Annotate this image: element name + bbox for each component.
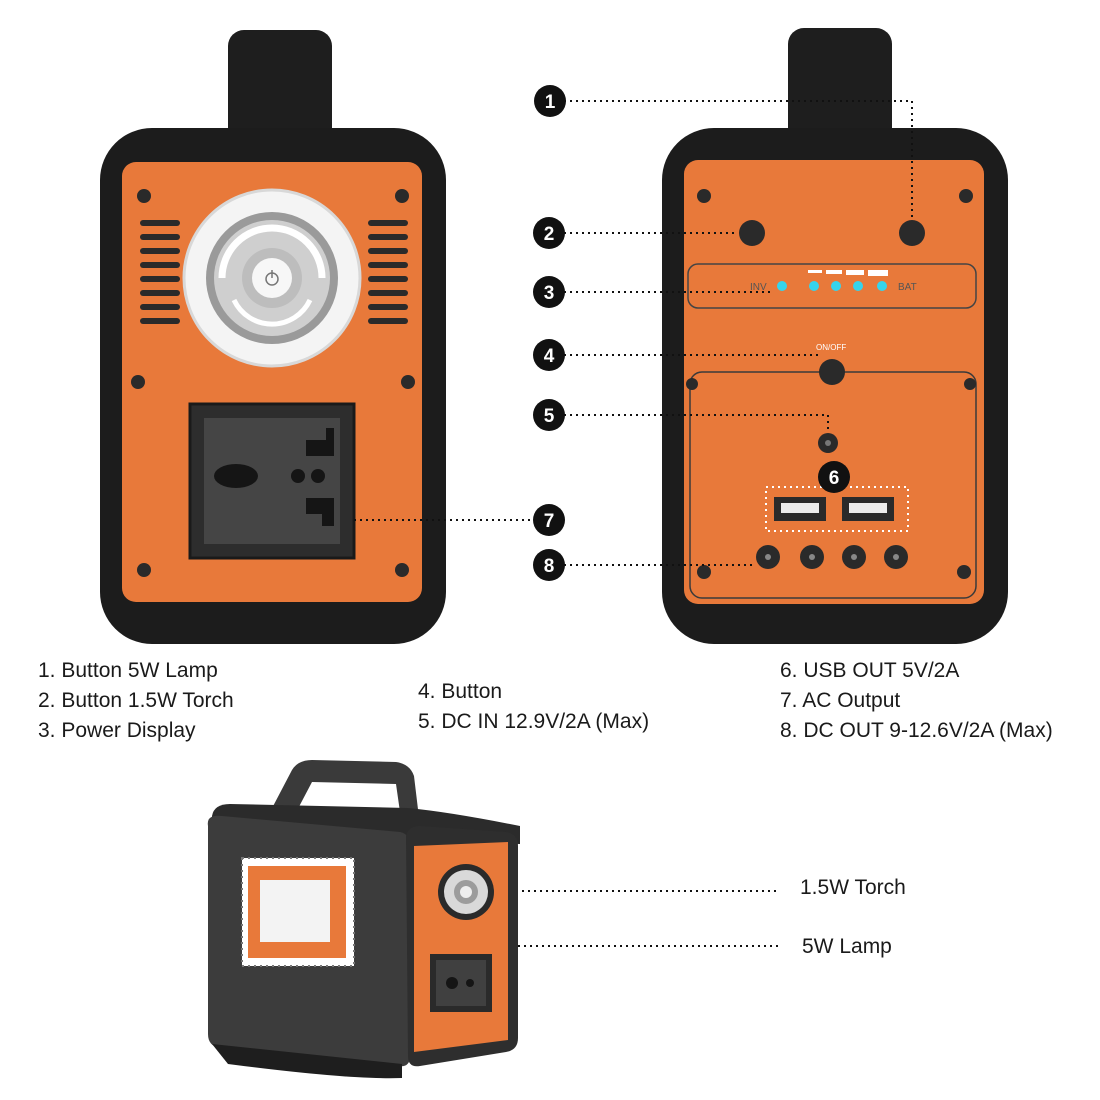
legend-item-4: 4. Button — [418, 680, 503, 703]
screws-right — [697, 189, 973, 579]
legend-item-5: 5. DC IN 12.9V/2A (Max) — [418, 710, 650, 733]
legend-col-1: 1. Button 5W Lamp 2. Button 1.5W Torch 3… — [38, 656, 234, 746]
svg-text:1: 1 — [545, 92, 556, 113]
legend-col-3: 6. USB OUT 5V/2A 7. AC Output 8. DC OUT … — [780, 656, 1053, 746]
legend-item-2: 2. Button 1.5W Torch — [38, 689, 234, 712]
callout-7: 7 — [533, 504, 565, 536]
callout-6: 6 — [818, 461, 850, 493]
usb-highlight — [765, 486, 909, 532]
onoff-button — [819, 359, 845, 385]
led-indicator-icon — [777, 281, 887, 291]
vent-right — [368, 220, 408, 324]
svg-text:8: 8 — [544, 556, 555, 577]
legend-item-8: 8. DC OUT 9-12.6V/2A (Max) — [780, 719, 1053, 742]
inv-label: INV — [750, 282, 767, 293]
back-view-device: INV BAT ON/OFF — [662, 28, 1008, 644]
svg-text:6: 6 — [829, 468, 840, 489]
screws-left — [131, 189, 415, 577]
handle-3d — [270, 760, 420, 826]
legend-item-7: 7. AC Output — [780, 689, 901, 712]
callout-4: 4 — [533, 339, 565, 371]
battery-bars — [808, 270, 888, 276]
legend-item-3: 3. Power Display — [38, 719, 196, 742]
callouts: 1 2 3 4 5 6 7 8 — [533, 85, 850, 581]
svg-text:2: 2 — [544, 224, 555, 245]
leader-lines — [320, 100, 913, 947]
lamp-icon — [182, 188, 362, 368]
callout-8: 8 — [533, 549, 565, 581]
torch-button — [739, 220, 765, 246]
svg-text:3: 3 — [544, 283, 555, 304]
legend-item-6: 6. USB OUT 5V/2A — [780, 659, 960, 682]
svg-text:5: 5 — [544, 406, 555, 427]
bat-label: BAT — [898, 282, 917, 293]
callout-5: 5 — [533, 399, 565, 431]
dc-in-port-icon — [818, 433, 838, 453]
svg-text:4: 4 — [544, 346, 555, 367]
power-display — [687, 263, 977, 309]
lamp-button — [899, 220, 925, 246]
onoff-label: ON/OFF — [816, 343, 846, 352]
torch-label: 1.5W Torch — [800, 876, 906, 899]
legend-col-2: 4. Button 5. DC IN 12.9V/2A (Max) — [418, 677, 649, 737]
usb-port-icon — [774, 497, 894, 521]
vent-left — [140, 220, 180, 324]
lamp-label: 5W Lamp — [802, 935, 892, 958]
callout-1: 1 — [534, 85, 566, 117]
callout-3: 3 — [533, 276, 565, 308]
front-view-device — [100, 30, 446, 644]
legend-item-1: 1. Button 5W Lamp — [38, 659, 218, 682]
svg-text:7: 7 — [544, 511, 555, 532]
ac-socket-icon — [188, 402, 356, 560]
dc-port-icon — [756, 545, 908, 569]
callout-2: 2 — [533, 217, 565, 249]
perspective-device — [207, 760, 520, 1079]
